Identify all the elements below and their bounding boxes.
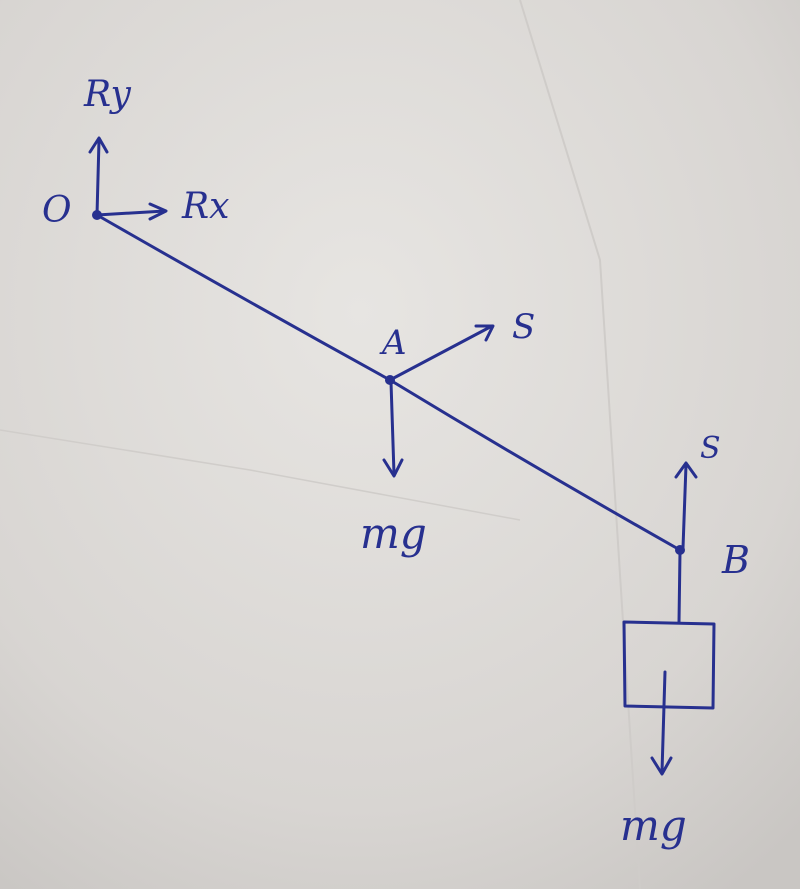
label-point-b: B: [721, 538, 750, 582]
reaction-x-arrow: [95, 209, 167, 217]
paper-crease: [519, 0, 641, 889]
weight-block-arrow: [660, 670, 667, 774]
label-weight-block: mg: [620, 801, 687, 850]
tension-a-arrowhead: [474, 324, 495, 342]
reaction-y-arrowhead: [88, 136, 109, 154]
paper-crease: [0, 429, 521, 521]
label-origin: O: [42, 190, 72, 231]
weight-rod-arrowhead: [382, 458, 404, 478]
hanging-string: [677, 550, 682, 624]
weight-rod-arrow: [389, 380, 396, 476]
reaction-x-arrowhead: [148, 202, 168, 221]
point-b-marker: [675, 545, 685, 555]
tension-b-arrow: [681, 463, 688, 550]
hanging-block: [622, 620, 716, 710]
reaction-y-arrow: [95, 138, 101, 217]
label-tension-b: S: [700, 431, 721, 466]
point-o-marker: [92, 210, 102, 220]
label-weight-rod: mg: [360, 509, 427, 558]
tension-b-arrowhead: [674, 461, 698, 479]
label-reaction-y: Ry: [83, 74, 131, 115]
point-a-marker: [385, 375, 395, 385]
weight-block-arrowhead: [650, 756, 673, 776]
label-point-a: A: [379, 323, 407, 363]
tension-a-arrow: [388, 324, 494, 382]
label-reaction-x: Rx: [181, 186, 229, 227]
label-tension-a: S: [512, 307, 535, 347]
